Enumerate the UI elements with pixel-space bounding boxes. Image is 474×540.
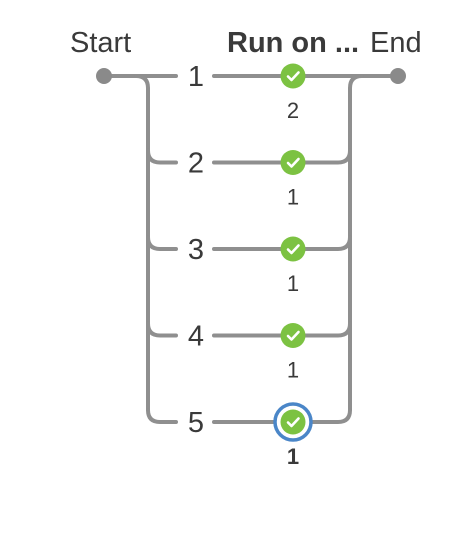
branch-connector-right [303, 235, 352, 251]
run-count: 1 [287, 185, 299, 210]
branch-connector-right [303, 408, 352, 424]
branch-row[interactable]: 21 [188, 148, 306, 210]
branch-number: 5 [188, 407, 204, 439]
branch-connector-left [146, 321, 178, 338]
branch-connector-left [146, 148, 178, 165]
start-trunk [102, 74, 150, 412]
run-count: 1 [287, 358, 299, 383]
start-node [96, 68, 112, 84]
success-check-icon[interactable] [280, 323, 306, 348]
branch-connector-left [146, 408, 178, 424]
end-label: End [370, 27, 422, 59]
branch-connector-left [146, 235, 178, 251]
branch-number: 1 [188, 61, 204, 93]
connector-lines [102, 74, 400, 424]
branch-row[interactable]: 31 [188, 234, 306, 296]
success-check-icon[interactable] [280, 409, 306, 435]
branch-row[interactable]: 12 [188, 61, 306, 123]
end-node [390, 68, 406, 84]
branch-connector-right [303, 148, 352, 165]
success-check-icon[interactable] [280, 150, 306, 175]
run-on-label: Run on ... [227, 27, 359, 59]
branch-number: 4 [188, 321, 204, 353]
run-count: 2 [287, 98, 299, 123]
run-count: 1 [287, 444, 299, 469]
start-label: Start [70, 27, 131, 59]
end-trunk [348, 74, 400, 412]
branch-connector-right [303, 321, 352, 338]
run-count: 1 [287, 271, 299, 296]
success-check-icon[interactable] [280, 236, 306, 262]
success-check-icon[interactable] [280, 63, 306, 89]
branch-number: 2 [188, 148, 204, 180]
branch-row[interactable]: 41 [188, 321, 306, 383]
branch-number: 3 [188, 234, 204, 266]
branch-row[interactable]: 51 [188, 402, 313, 469]
